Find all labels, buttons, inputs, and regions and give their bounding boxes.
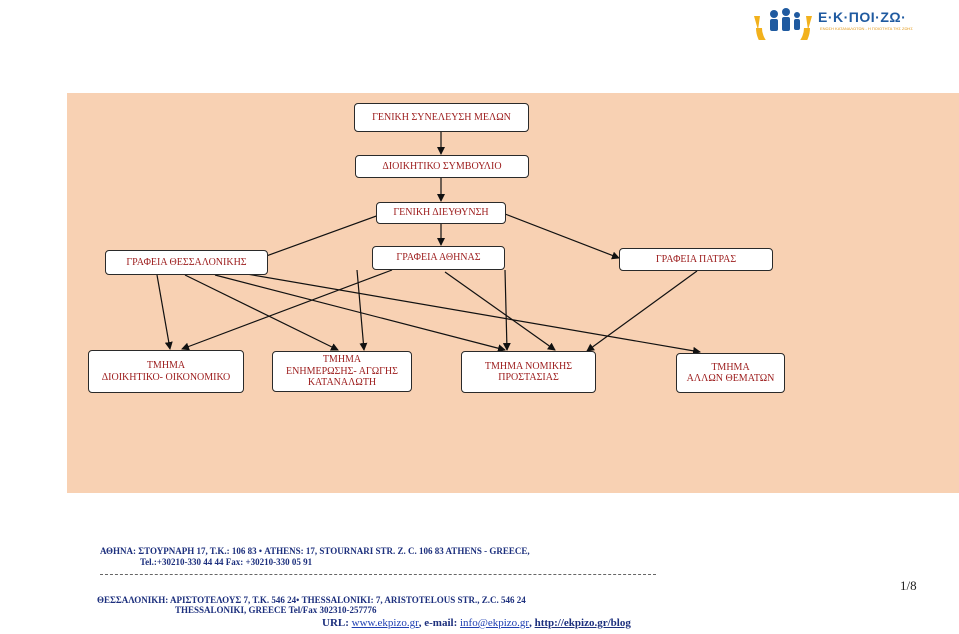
logo-subtitle: ΕΝΩΣΗ ΚΑΤΑΝΑΛΩΤΩΝ - Η ΠΟΙΟΤΗΤΑ ΤΗΣ ΖΩΗΣ: [820, 26, 913, 31]
connector-directorate-patras: [504, 213, 620, 260]
node-board: ΔΙΟΙΚΗΤΙΚΟ ΣΥΜΒΟΥΛΙΟ: [355, 155, 529, 178]
footer-links: URL: www.ekpizo.gr, e-mail: info@ekpizo.…: [322, 617, 631, 629]
node-dept-admin-finance: ΤΜΗΜΑ ΔΙΟΙΚΗΤΙΚΟ- ΟΙΚΟΝΟΜΙΚΟ: [88, 350, 244, 393]
footer-thessaloniki-phone: THESSALONIKI, GREECE Tel/Fax 302310-2577…: [175, 605, 377, 615]
email-label: , e-mail:: [418, 617, 460, 629]
footer-thessaloniki-address: ΘΕΣΣΑΛΟΝΙΚΗ: ΑΡΙΣΤΟΤΕΛΟΥΣ 7, Τ.Κ. 546 24…: [97, 595, 526, 605]
connector-directorate-thessaloniki: [257, 213, 383, 261]
logo-text: Ε·Κ·ΠΟΙ·ΖΩ·: [818, 9, 907, 25]
connector-thess-legal: [214, 274, 506, 353]
node-general-assembly: ΓΕΝΙΚΗ ΣΥΝΕΛΕΥΣΗ ΜΕΛΩΝ: [354, 103, 529, 132]
link-separator: ,: [529, 617, 535, 629]
connector-thess-admin: [156, 274, 173, 350]
node-dept-other: ΤΜΗΜΑ ΑΛΛΩΝ ΘΕΜΑΤΩΝ: [676, 353, 785, 393]
website-link[interactable]: www.ekpizo.gr: [351, 617, 419, 629]
connector-thess-other: [234, 271, 701, 355]
node-dept-consumer-info: ΤΜΗΜΑ ΕΝΗΜΕΡΩΣΗΣ- ΑΓΩΓΗΣ ΚΑΤΑΝΑΛΩΤΗ: [272, 351, 412, 392]
footer-athens-phone: Tel.:+30210-330 44 44 Fax: +30210-330 05…: [140, 557, 313, 567]
connector-patras-legal: [586, 270, 698, 352]
node-office-athens: ΓΡΑΦΕΙΑ ΑΘΗΝΑΣ: [372, 246, 505, 270]
email-link[interactable]: info@ekpizo.gr: [459, 617, 530, 629]
connector-athens-info: [356, 269, 368, 351]
footer-athens-address: ΑΘΗΝΑ: ΣΤΟΥΡΝΑΡΗ 17, Τ.Κ.: 106 83 • ATHE…: [100, 546, 530, 556]
connector-athens-admin: [181, 269, 393, 351]
blog-link[interactable]: http://ekpizo.gr/blog: [534, 617, 631, 629]
node-office-patras: ΓΡΑΦΕΙΑ ΠΑΤΡΑΣ: [619, 248, 773, 271]
node-office-thessaloniki: ΓΡΑΦΕΙΑ ΘΕΣΣΑΛΟΝΙΚΗΣ: [105, 250, 268, 275]
node-general-directorate: ΓΕΝΙΚΗ ΔΙΕΥΘΥΝΣΗ: [376, 202, 506, 224]
url-label: URL:: [322, 617, 352, 629]
page-number: 1/8: [900, 578, 917, 593]
connector-thess-info: [184, 274, 339, 351]
footer-divider: [100, 574, 656, 575]
connector-athens-other: [502, 269, 511, 351]
node-dept-legal: ΤΜΗΜΑ ΝΟΜΙΚΗΣ ΠΡΟΣΤΑΣΙΑΣ: [461, 351, 596, 393]
connector-athens-legal: [444, 271, 556, 351]
